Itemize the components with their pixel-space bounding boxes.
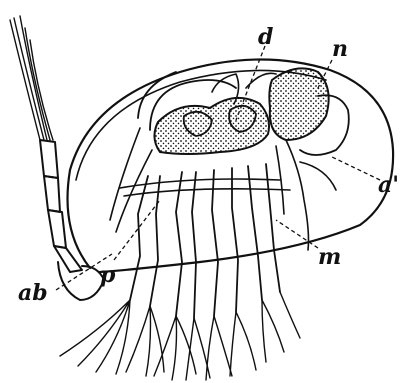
thoracic-legs xyxy=(60,164,300,380)
label-n: n xyxy=(332,36,348,62)
label-d: d xyxy=(258,24,273,50)
label-p: p xyxy=(100,262,116,288)
carapace-shell xyxy=(68,59,394,272)
internal-organs xyxy=(110,68,349,250)
label-a1: a' xyxy=(378,172,399,198)
label-m: m xyxy=(318,244,341,270)
antenna xyxy=(10,16,104,300)
label-ab: ab xyxy=(18,280,48,306)
